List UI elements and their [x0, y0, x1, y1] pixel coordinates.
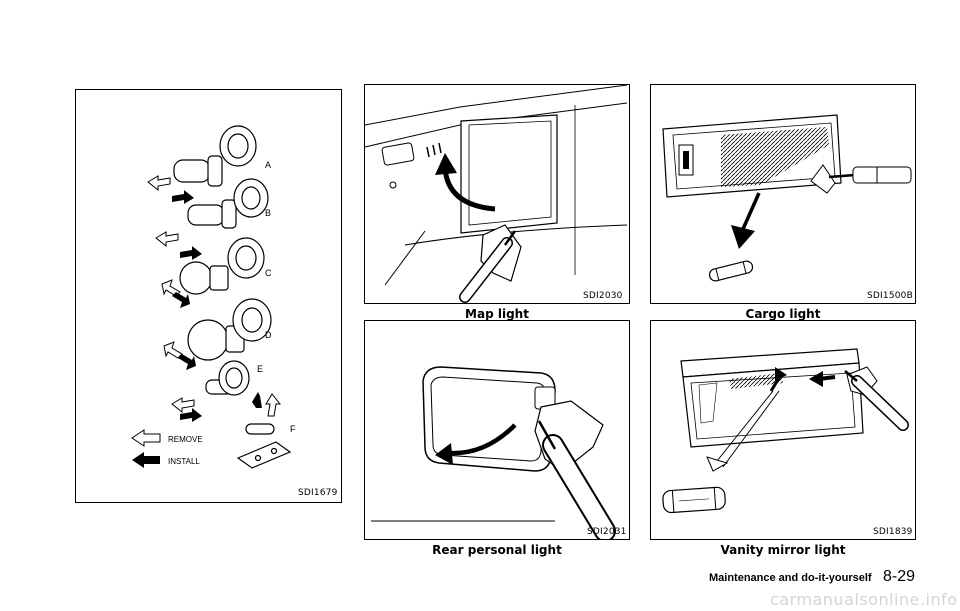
- install-legend-label: INSTALL: [168, 457, 200, 466]
- screwdriver-icon: [844, 370, 858, 382]
- map-light-caption: Map light: [465, 307, 529, 321]
- cargo-light-panel: SDI1500B: [650, 84, 916, 304]
- cargo-light-caption: Cargo light: [745, 307, 821, 321]
- bulb-d: [187, 298, 272, 361]
- cloth-icon: [810, 164, 836, 194]
- cargo-light-arrow: [741, 192, 761, 230]
- bulb-types-illustration: A B C D E F REMOVE INSTALL: [131, 125, 296, 469]
- bulb-a: [173, 125, 257, 187]
- install-arrows: [172, 190, 262, 422]
- map-light-illustration: [365, 85, 628, 303]
- remove-arrows: [147, 175, 282, 417]
- figure-code: SDI1679: [298, 488, 338, 498]
- screwdriver-icon: [537, 420, 557, 450]
- screwdriver-icon: [828, 173, 856, 179]
- map-light-panel: SDI2030: [364, 84, 630, 304]
- page-number: 8-29: [883, 568, 916, 585]
- remove-legend-label: REMOVE: [168, 435, 203, 444]
- bulb-letter-f: F: [290, 424, 296, 434]
- remove-legend-arrow: [131, 429, 161, 447]
- watermark: carmanualsonline.info: [770, 590, 958, 609]
- vanity-mirror-light-panel: SDI1839: [650, 320, 916, 540]
- bulb-letter-e: E: [257, 364, 263, 374]
- rear-personal-light-illustration: [371, 366, 616, 539]
- bulb-types-panel: A B C D E F REMOVE INSTALL SDI1679: [75, 89, 342, 503]
- bulb-letter-c: C: [265, 268, 272, 278]
- screwdriver-icon: [503, 230, 517, 246]
- bulb-c: [179, 237, 265, 295]
- install-legend-arrow: [132, 452, 160, 468]
- figure-code: SDI2030: [583, 291, 623, 301]
- vanity-mirror-light-caption: Vanity mirror light: [720, 543, 846, 557]
- bulb-e: [205, 360, 250, 396]
- rear-personal-light-caption: Rear personal light: [432, 543, 562, 557]
- figure-code: SDI1839: [873, 527, 913, 537]
- bulb-f: [236, 423, 292, 469]
- figure-code: SDI1500B: [867, 291, 913, 301]
- vanity-mirror-light-illustration: [662, 348, 909, 514]
- bulb-letter-b: B: [265, 208, 271, 218]
- rear-personal-light-panel: SDI2031: [364, 320, 630, 540]
- bulb-letter-a: A: [265, 160, 271, 170]
- figure-code: SDI2031: [587, 527, 627, 537]
- cargo-light-illustration: [662, 114, 912, 282]
- bulb-b: [187, 178, 269, 229]
- bulb-letter-d: D: [265, 330, 272, 340]
- rear-light-arrow: [448, 423, 517, 456]
- section-title: Maintenance and do-it-yourself: [709, 572, 872, 584]
